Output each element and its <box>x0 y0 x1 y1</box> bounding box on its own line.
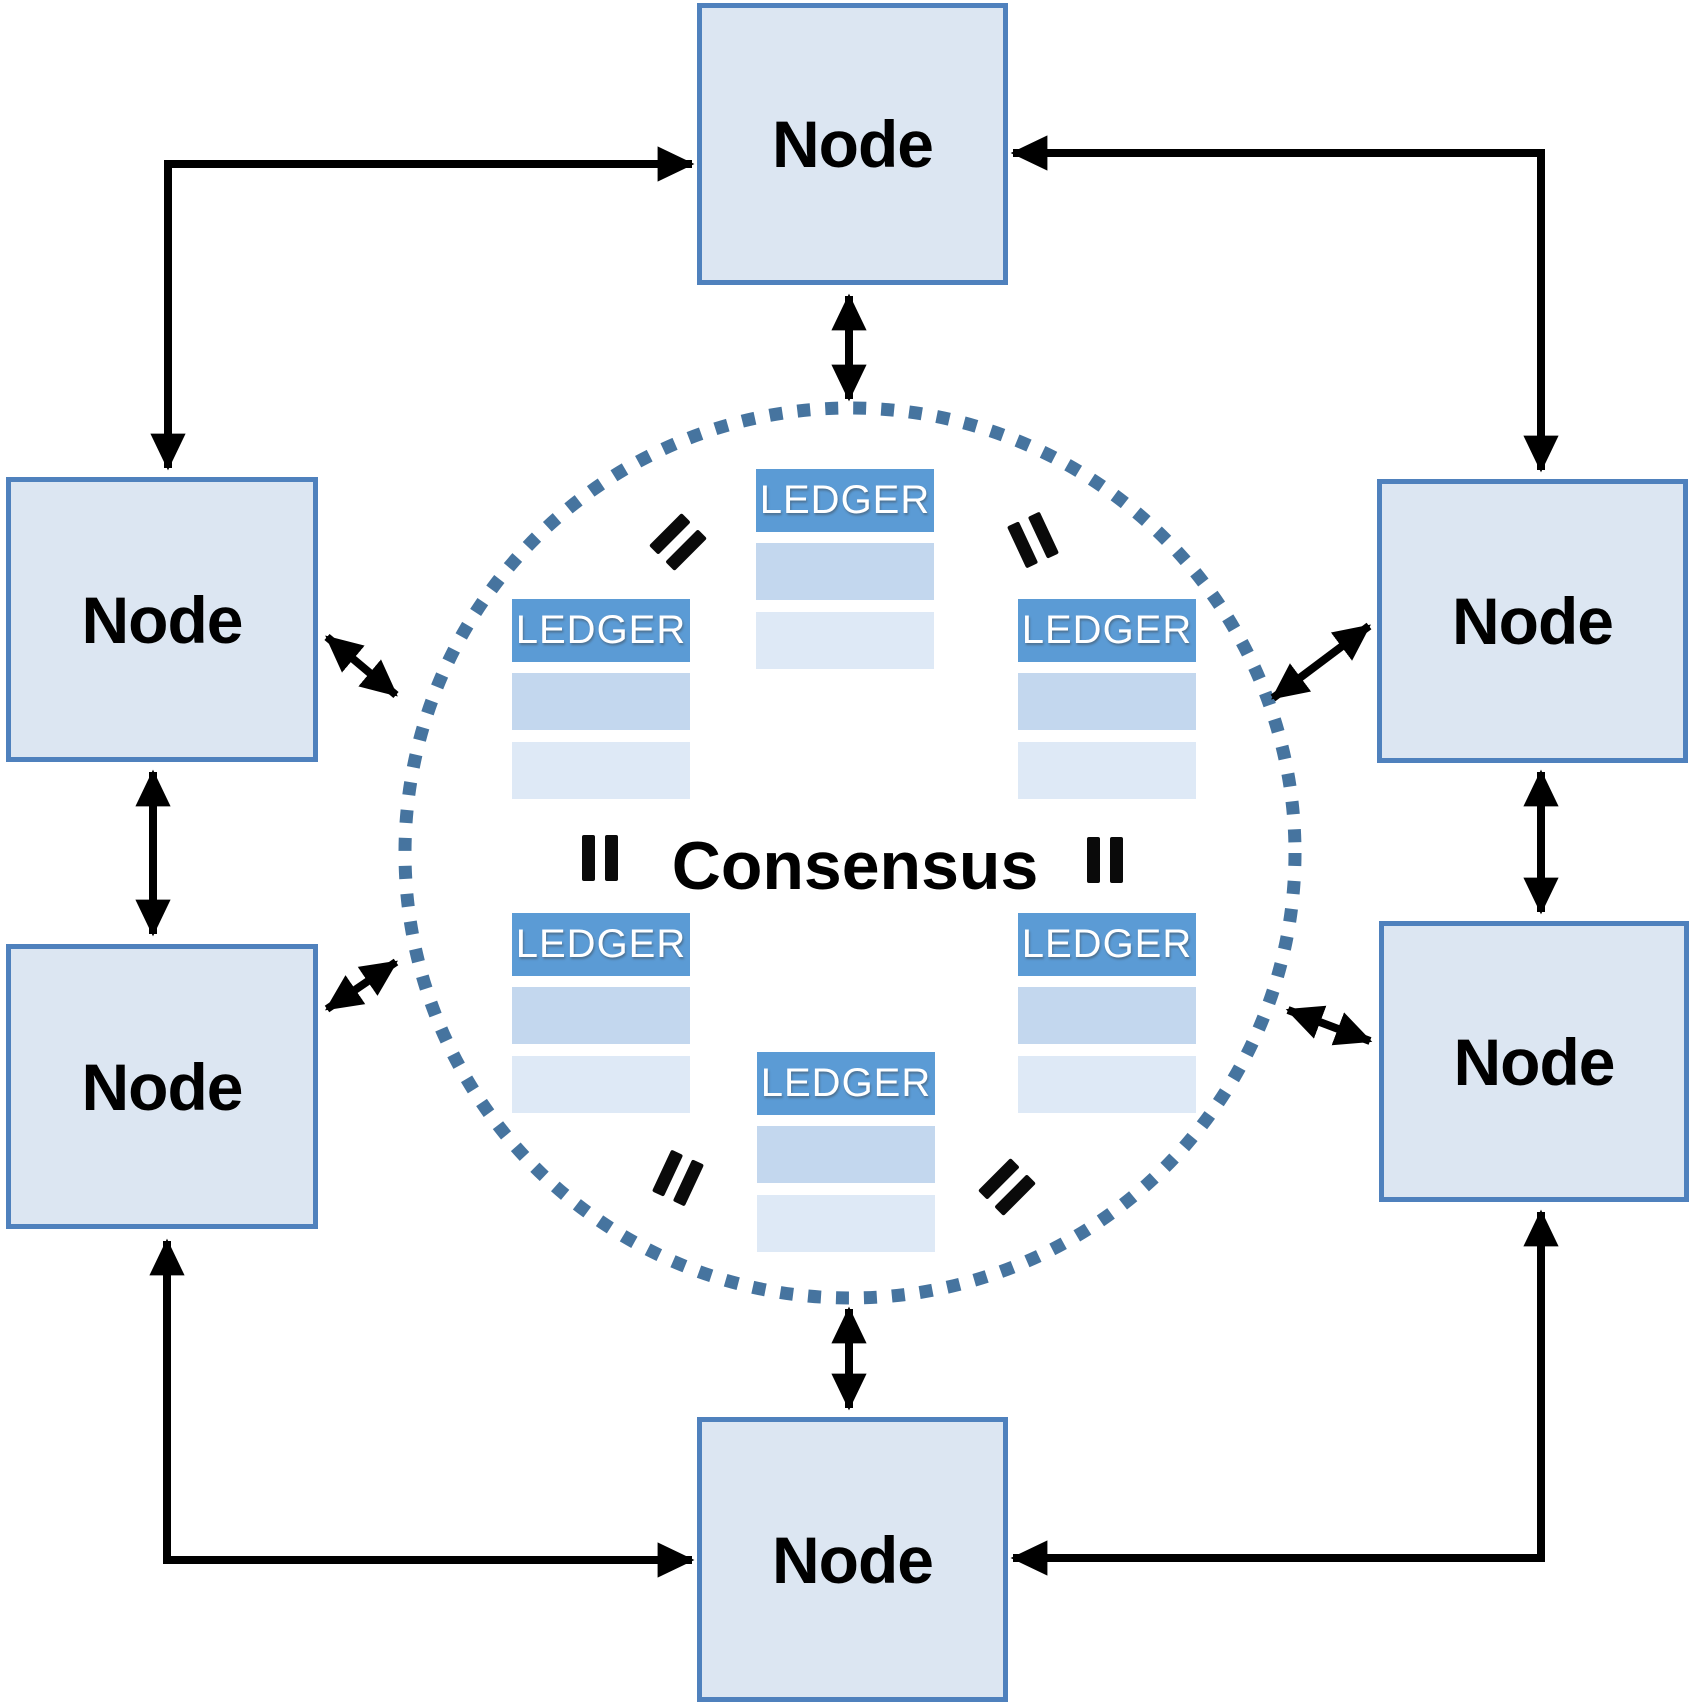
ledger-label: LEDGER <box>759 478 931 522</box>
node-box-bottom: Node <box>697 1417 1008 1702</box>
equals-icon-right-middle <box>1087 837 1123 883</box>
ledger-row <box>512 673 690 730</box>
arrow-bottom-left-corner <box>149 1238 695 1578</box>
ledger-table-upper-left: LEDGER <box>512 599 690 799</box>
ledger-row <box>1018 742 1196 799</box>
node-label: Node <box>772 1522 934 1597</box>
equals-bar <box>1087 837 1100 883</box>
ledger-header: LEDGER <box>1018 599 1196 662</box>
ledger-row <box>1018 987 1196 1044</box>
arrow-top-left-corner <box>150 146 695 471</box>
ledger-label: LEDGER <box>760 1061 932 1105</box>
equals-bar <box>605 835 618 881</box>
node-box-right-upper: Node <box>1377 479 1688 763</box>
ledger-header: LEDGER <box>512 599 690 662</box>
equals-icon-upper-left <box>649 513 707 571</box>
equals-icon-left-middle <box>582 835 618 881</box>
ledger-table-upper-right: LEDGER <box>1018 599 1196 799</box>
arrow-left-upper-node-to-circle <box>324 633 399 699</box>
equals-bar <box>582 835 595 881</box>
ledger-table-top-center: LEDGER <box>756 469 934 669</box>
node-box-left-lower: Node <box>6 944 318 1229</box>
ledger-label: LEDGER <box>515 922 687 966</box>
equals-icon-lower-right <box>978 1158 1036 1216</box>
arrow-right-upper-node-to-circle <box>1270 622 1372 702</box>
arrow-top-right-corner <box>1010 135 1559 473</box>
arrow-right-lower-node-to-circle <box>1285 1005 1373 1046</box>
ledger-row <box>756 612 934 669</box>
ledger-row <box>757 1126 935 1183</box>
arrow-left-lower-node-to-circle <box>324 958 399 1013</box>
ledger-header: LEDGER <box>757 1052 935 1115</box>
ledger-table-lower-right: LEDGER <box>1018 913 1196 1113</box>
ledger-label: LEDGER <box>1021 922 1193 966</box>
node-label: Node <box>81 582 244 657</box>
ledger-table-bottom-center: LEDGER <box>757 1052 935 1252</box>
ledger-header: LEDGER <box>756 469 934 532</box>
ledger-row <box>1018 673 1196 730</box>
ledger-row <box>512 987 690 1044</box>
node-label: Node <box>1453 1024 1616 1099</box>
node-label: Node <box>772 107 934 181</box>
ledger-label: LEDGER <box>515 608 687 652</box>
ledger-row <box>512 742 690 799</box>
node-label: Node <box>81 1049 244 1124</box>
equals-bar <box>1110 837 1123 883</box>
equals-icon-upper-right <box>1006 511 1060 569</box>
node-box-right-lower: Node <box>1379 921 1689 1202</box>
ledger-table-lower-left: LEDGER <box>512 913 690 1113</box>
consensus-title: Consensus <box>671 828 1039 904</box>
equals-icon-lower-left <box>651 1149 705 1207</box>
ledger-header: LEDGER <box>1018 913 1196 976</box>
ledger-header: LEDGER <box>512 913 690 976</box>
ledger-row <box>512 1056 690 1113</box>
node-label: Node <box>1452 584 1614 658</box>
node-box-top: Node <box>697 3 1008 285</box>
ledger-row <box>757 1195 935 1252</box>
arrow-bottom-right-corner <box>1010 1209 1559 1576</box>
ledger-label: LEDGER <box>1021 608 1193 652</box>
ledger-row <box>756 543 934 600</box>
ledger-row <box>1018 1056 1196 1113</box>
node-box-left-upper: Node <box>6 477 318 762</box>
